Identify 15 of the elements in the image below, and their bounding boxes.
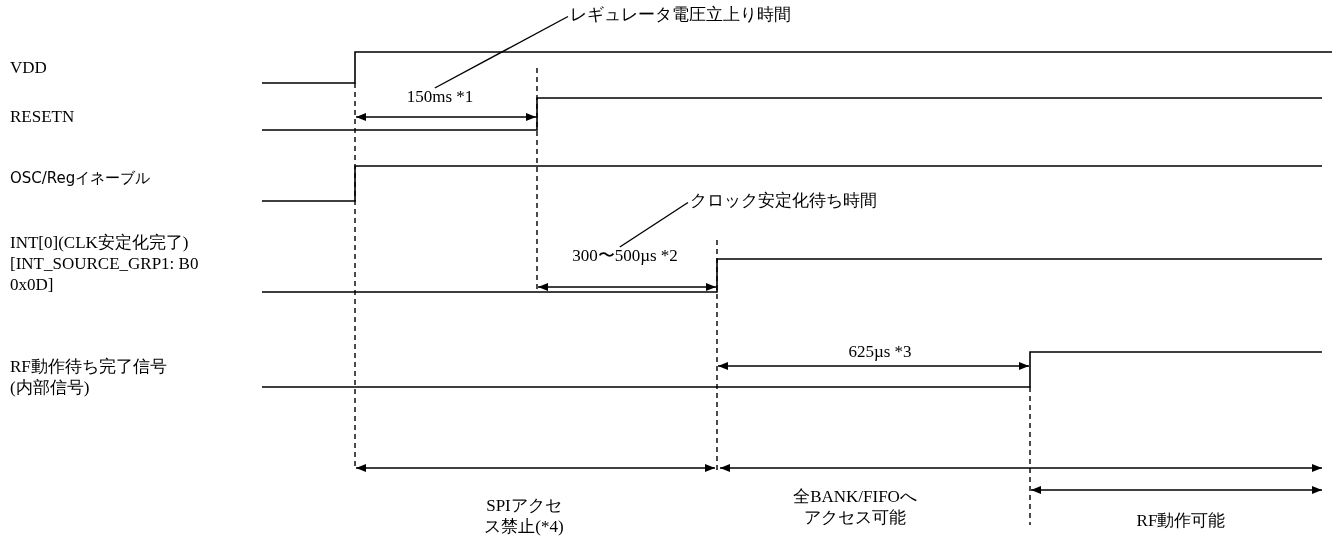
phase-label: RF動作可能 <box>1135 510 1227 531</box>
callout-text: クロック安定化待ち時間 <box>690 190 877 211</box>
signal-name: RF動作待ち完了信号(内部信号) <box>10 356 168 398</box>
phase-label: 全BANK/FIFOへアクセス可能 <box>792 486 918 528</box>
callout-text: レギュレータ電圧立上り時間 <box>570 4 791 25</box>
leader-line <box>619 201 689 248</box>
signal-name: OSC/Regイネーブル <box>10 168 151 189</box>
timing-label: 625µs *3 <box>847 341 913 362</box>
phase-label: SPIアクセス禁止(*4) <box>483 495 565 537</box>
signal-name: INT[0](CLK安定化完了) [INT_SOURCE_GRP1: B0 0x0D] <box>10 232 200 295</box>
timing-label: 300〜500µs *2 <box>560 245 690 266</box>
timing-label: 150ms *1 <box>375 86 505 107</box>
signal-name: RESETN <box>10 106 75 127</box>
signal-name: VDD <box>10 57 47 78</box>
leader-line <box>434 15 569 89</box>
